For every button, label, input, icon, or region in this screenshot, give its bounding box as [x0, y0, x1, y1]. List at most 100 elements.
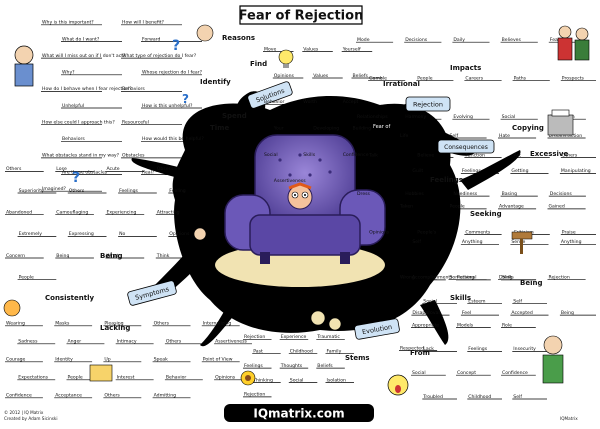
branch-label-rejection: Rejection	[413, 101, 443, 109]
label-find: Find	[250, 60, 267, 68]
node-label-solutions-top: Values	[313, 73, 329, 79]
node-label-right-top: Opinions	[369, 229, 390, 235]
node-label-right-mid: Self	[450, 133, 459, 139]
node-label-right-mid: Life	[400, 133, 408, 139]
node-label-left-bottom: Anger	[68, 339, 82, 345]
branch-box-rejection: Rejection	[405, 96, 451, 112]
label-feelings: Feelings	[430, 176, 463, 184]
label-skills: Skills	[450, 294, 471, 302]
node-label-solutions-top: Worth	[303, 99, 317, 105]
node-label-right-mid: Manipulating	[561, 168, 591, 174]
node-label-left-mid: Attracting	[157, 210, 180, 216]
node-label-right-top: Social	[502, 114, 516, 120]
node-label-right-mid: Wrong	[400, 275, 415, 281]
node-label-right-mid: Feel	[462, 310, 471, 316]
node-label-right-top: Relationships	[357, 114, 388, 120]
node-label-right-bottom: Social	[423, 299, 437, 305]
node-label-left-bottom: Wearing	[6, 321, 25, 327]
footer-logo: IQMatrix	[560, 416, 578, 421]
node-label-right-mid: Dissatisfaction	[549, 133, 583, 139]
node-label-right-bottom: Self	[513, 299, 522, 305]
couple-icon	[557, 25, 590, 61]
node-label-left-mid: Lose	[56, 166, 67, 172]
node-label-left-mid: Extremely	[19, 231, 43, 237]
node-label-left-bottom: Confidence	[6, 393, 32, 399]
node-label-right-bottom: Self	[513, 394, 522, 400]
node-label-right-mid: Anything	[561, 239, 582, 245]
node-label-left-bottom: Sadness	[18, 339, 38, 345]
node-label-solutions-top: Yourself	[342, 46, 361, 52]
node-label-left-top: How do I behave when I fear rejection?	[42, 86, 132, 92]
node-label-bottom-center: Social	[290, 377, 304, 383]
node-label-left-top: Resourceful	[122, 120, 149, 126]
node-label-bottom-center: Traumatic	[316, 334, 340, 340]
node-label-right-mid: Guilt	[412, 168, 423, 174]
node-label-bottom-center: Family	[327, 349, 342, 355]
node-label-bottom-center: Experience	[281, 334, 307, 340]
node-label-right-top: Hobbies	[405, 191, 424, 197]
node-label-right-top: Comments	[465, 229, 491, 235]
node-label-left-bottom: Intimacy	[117, 339, 137, 345]
node-label-left-mid: Abandoned	[6, 210, 32, 216]
svg-text:?: ?	[182, 92, 189, 106]
node-label-left-top: Whose rejection do I fear?	[142, 70, 203, 76]
node-label-solutions-top: Developing	[313, 125, 339, 131]
node-label-right-top: Believes	[502, 37, 522, 43]
node-label-solutions-top: Opinions	[274, 73, 295, 79]
node-label-right-mid: Advantage	[499, 204, 524, 210]
node-label-left-mid: Camouflaging	[56, 210, 88, 216]
node-label-left-bottom: Behavior	[166, 375, 187, 381]
node-label-right-top: Evolving	[453, 114, 473, 120]
branch-box-evolution: Evolution	[354, 318, 400, 340]
node-label-left-top: Forward	[142, 36, 161, 42]
copier-icon	[547, 109, 574, 136]
node-label-right-top: Others	[562, 152, 578, 158]
armchair-illustration	[224, 134, 386, 264]
node-label-right-bottom: Accomplishments	[412, 275, 453, 281]
node-label-right-top: People's	[417, 229, 437, 235]
node-label-left-top: Are these obstacles	[62, 169, 108, 175]
skull-icon	[310, 310, 342, 331]
node-label-right-mid: Doing	[499, 275, 513, 281]
page-title: Fear of Rejection	[239, 9, 364, 24]
branch-box-consequences: Consequences	[437, 139, 495, 154]
node-label-right-mid: Accepted	[511, 310, 532, 316]
node-label-left-mid: Being	[56, 253, 69, 259]
node-label-solutions-top: Assertiveness	[274, 178, 306, 184]
node-label-left-top: How would this be helpful?	[142, 136, 204, 142]
node-label-right-bottom: Social	[412, 370, 426, 376]
node-label-right-top: Act	[514, 152, 522, 158]
node-label-right-top: Daily	[453, 37, 465, 43]
node-label-bottom-center: Rejection	[244, 334, 265, 340]
sunflower-icon	[240, 370, 256, 386]
connector-lines	[5, 24, 596, 400]
node-label-solutions-top: Your	[273, 125, 284, 131]
node-label-right-bottom: Models	[457, 322, 474, 328]
old-man-icon	[14, 45, 34, 87]
node-label-right-bottom: Personal	[457, 275, 477, 281]
sign-post-icon	[511, 231, 533, 254]
title-box: Fear of Rejection	[239, 5, 364, 25]
node-label-right-top: People	[417, 76, 432, 82]
node-label-right-bottom: Appropriate	[412, 322, 439, 328]
node-label-right-top: Talk	[368, 152, 378, 158]
node-label-right-top: Mode	[357, 37, 370, 43]
node-label-right-top: Decisions	[405, 37, 428, 43]
label-impacts: Impacts	[450, 64, 481, 72]
node-label-left-mid: People	[19, 275, 34, 281]
node-label-solutions-top: Behavior	[264, 99, 285, 105]
node-label-left-mid: Others	[6, 166, 22, 172]
node-label-left-mid: Concern	[6, 253, 25, 259]
label-irrational: Irrational	[383, 80, 420, 88]
node-label-left-bottom: Assertiveness	[215, 339, 247, 345]
label-from: From	[410, 349, 430, 357]
node-label-left-mid: Obsessive	[157, 166, 181, 172]
leaf-labels: Why is this important?How will I benefit…	[6, 20, 591, 400]
node-label-right-mid: Taken	[399, 204, 413, 210]
node-label-left-top: Imagined?	[42, 186, 66, 192]
node-label-left-bottom: Admitting	[154, 393, 177, 399]
node-label-right-mid: Being	[561, 310, 574, 316]
label-being-rejected: Being	[520, 279, 542, 287]
